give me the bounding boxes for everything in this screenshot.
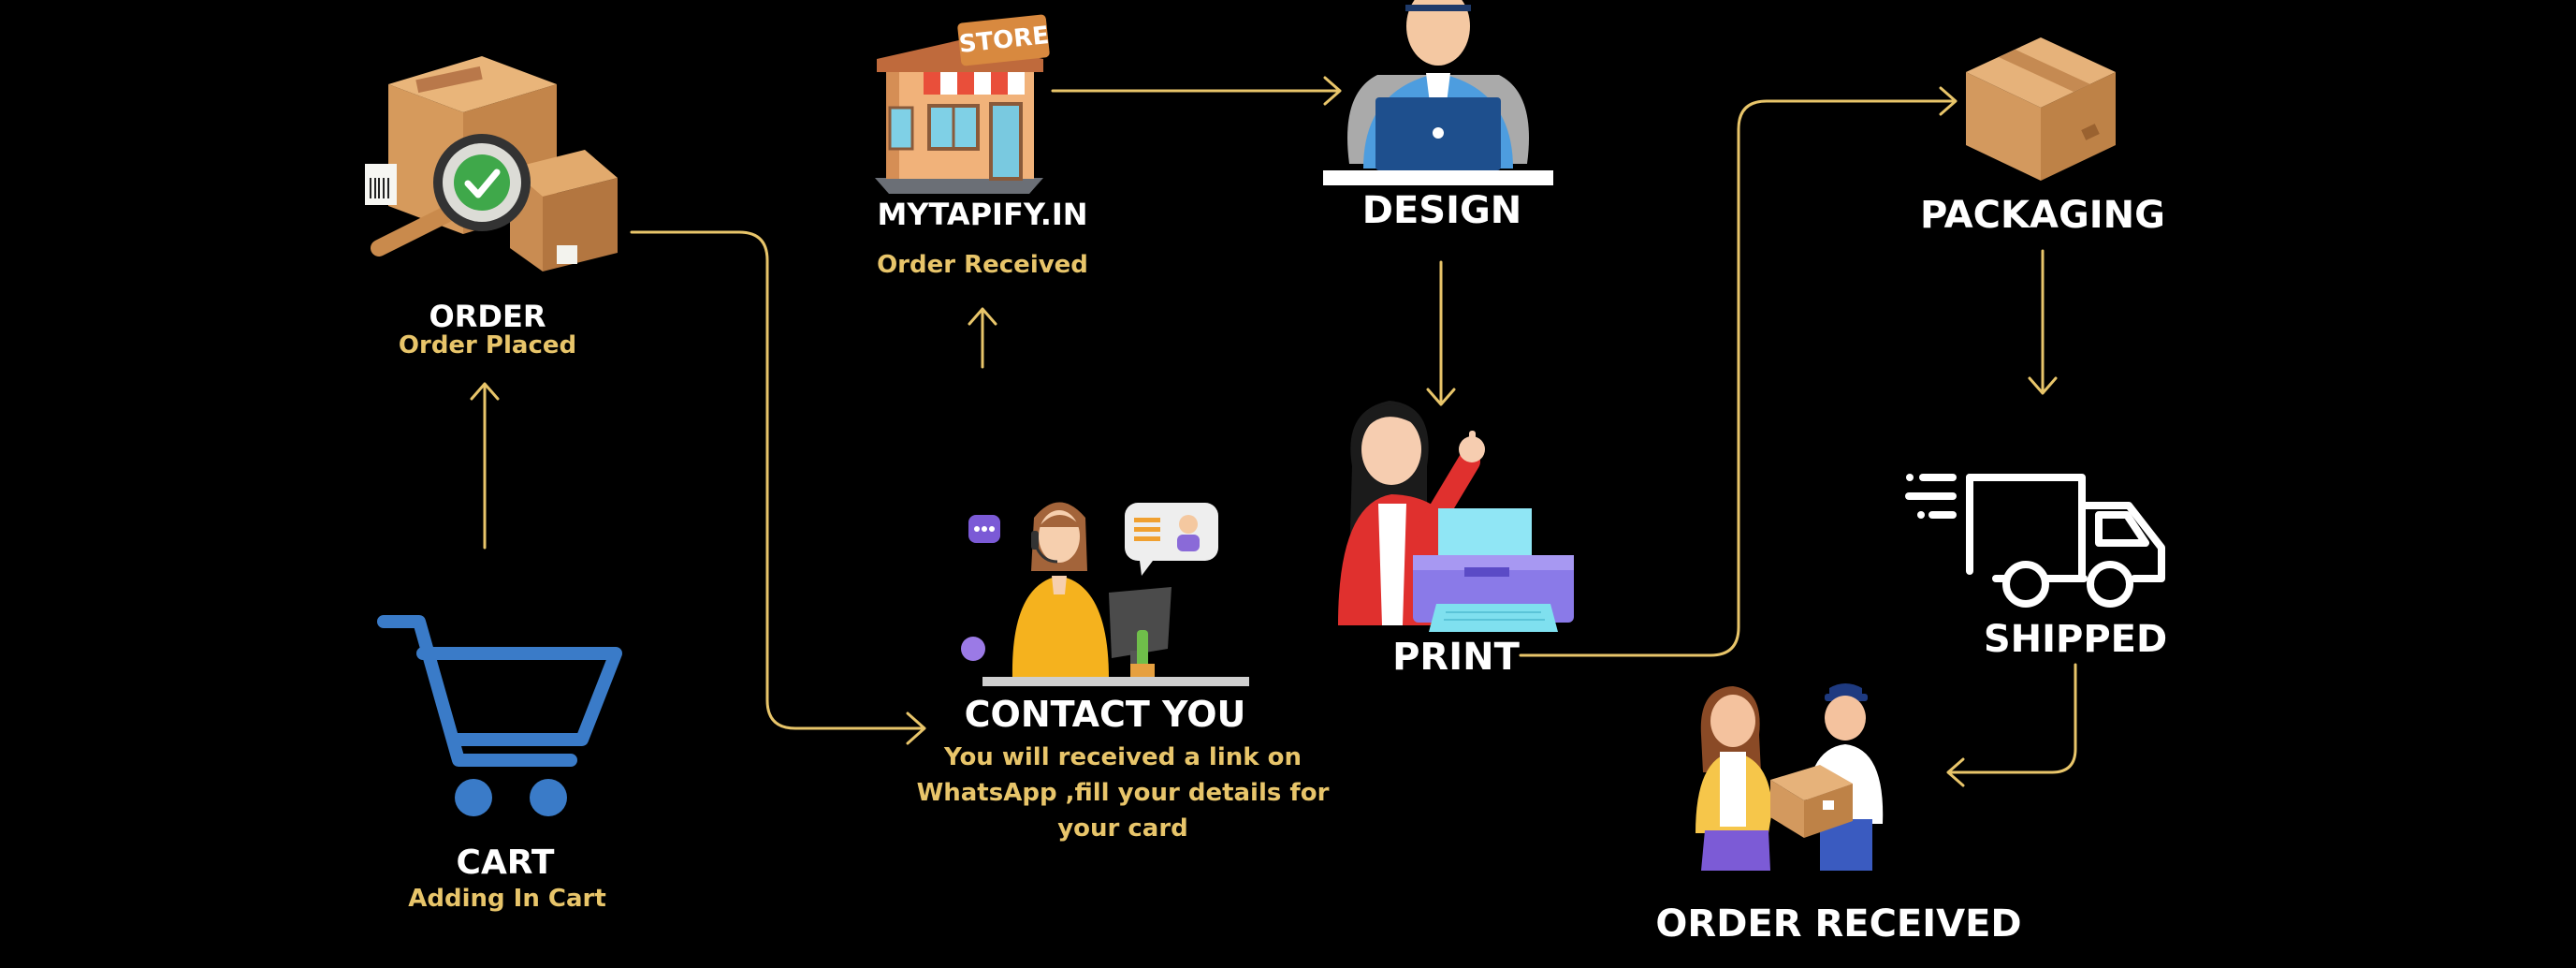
packaging-title: PACKAGING <box>1920 194 2165 237</box>
contact-description-line-2: WhatsApp ,fill your details for <box>916 779 1330 807</box>
designer-laptop-icon <box>1323 0 1553 185</box>
cart-title: CART <box>456 843 555 882</box>
store-icon: STORE <box>875 14 1050 194</box>
shopping-cart-icon <box>377 615 622 816</box>
received-title: ORDER RECEIVED <box>1655 902 2022 946</box>
delivery-handover-icon <box>1696 683 1884 871</box>
arrow-contact-to-store <box>968 307 997 369</box>
arrow-packaging-to-shipped <box>2028 249 2058 395</box>
arrow-store-to-design <box>1051 76 1342 106</box>
print-title: PRINT <box>1392 636 1520 679</box>
contact-description-line-1: You will received a link on <box>944 743 1302 771</box>
contact-title: CONTACT YOU <box>964 694 1246 735</box>
contact-description: You will received a link on WhatsApp ,fi… <box>908 740 1338 846</box>
arrow-shipped-to-received <box>1946 663 2077 787</box>
order-title: ORDER <box>429 299 546 334</box>
arrow-design-to-print <box>1426 260 1456 406</box>
shipped-title: SHIPPED <box>1983 618 2168 661</box>
arrow-cart-to-order <box>470 382 500 550</box>
support-agent-icon <box>961 502 1249 686</box>
delivery-truck-icon <box>1905 474 2165 608</box>
order-subtitle: Order Placed <box>398 331 577 359</box>
printer-person-icon <box>1338 401 1574 632</box>
store-title: MYTAPIFY.IN <box>877 197 1088 232</box>
arrow-print-to-packaging <box>1519 86 1957 657</box>
design-title: DESIGN <box>1361 189 1522 232</box>
package-box-icon <box>1966 37 2116 181</box>
contact-description-line-3: your card <box>1057 814 1188 843</box>
cart-subtitle: Adding In Cart <box>408 885 606 913</box>
arrow-order-to-contact <box>630 230 926 745</box>
store-subtitle: Order Received <box>877 251 1088 279</box>
box-check-icon <box>365 56 618 271</box>
